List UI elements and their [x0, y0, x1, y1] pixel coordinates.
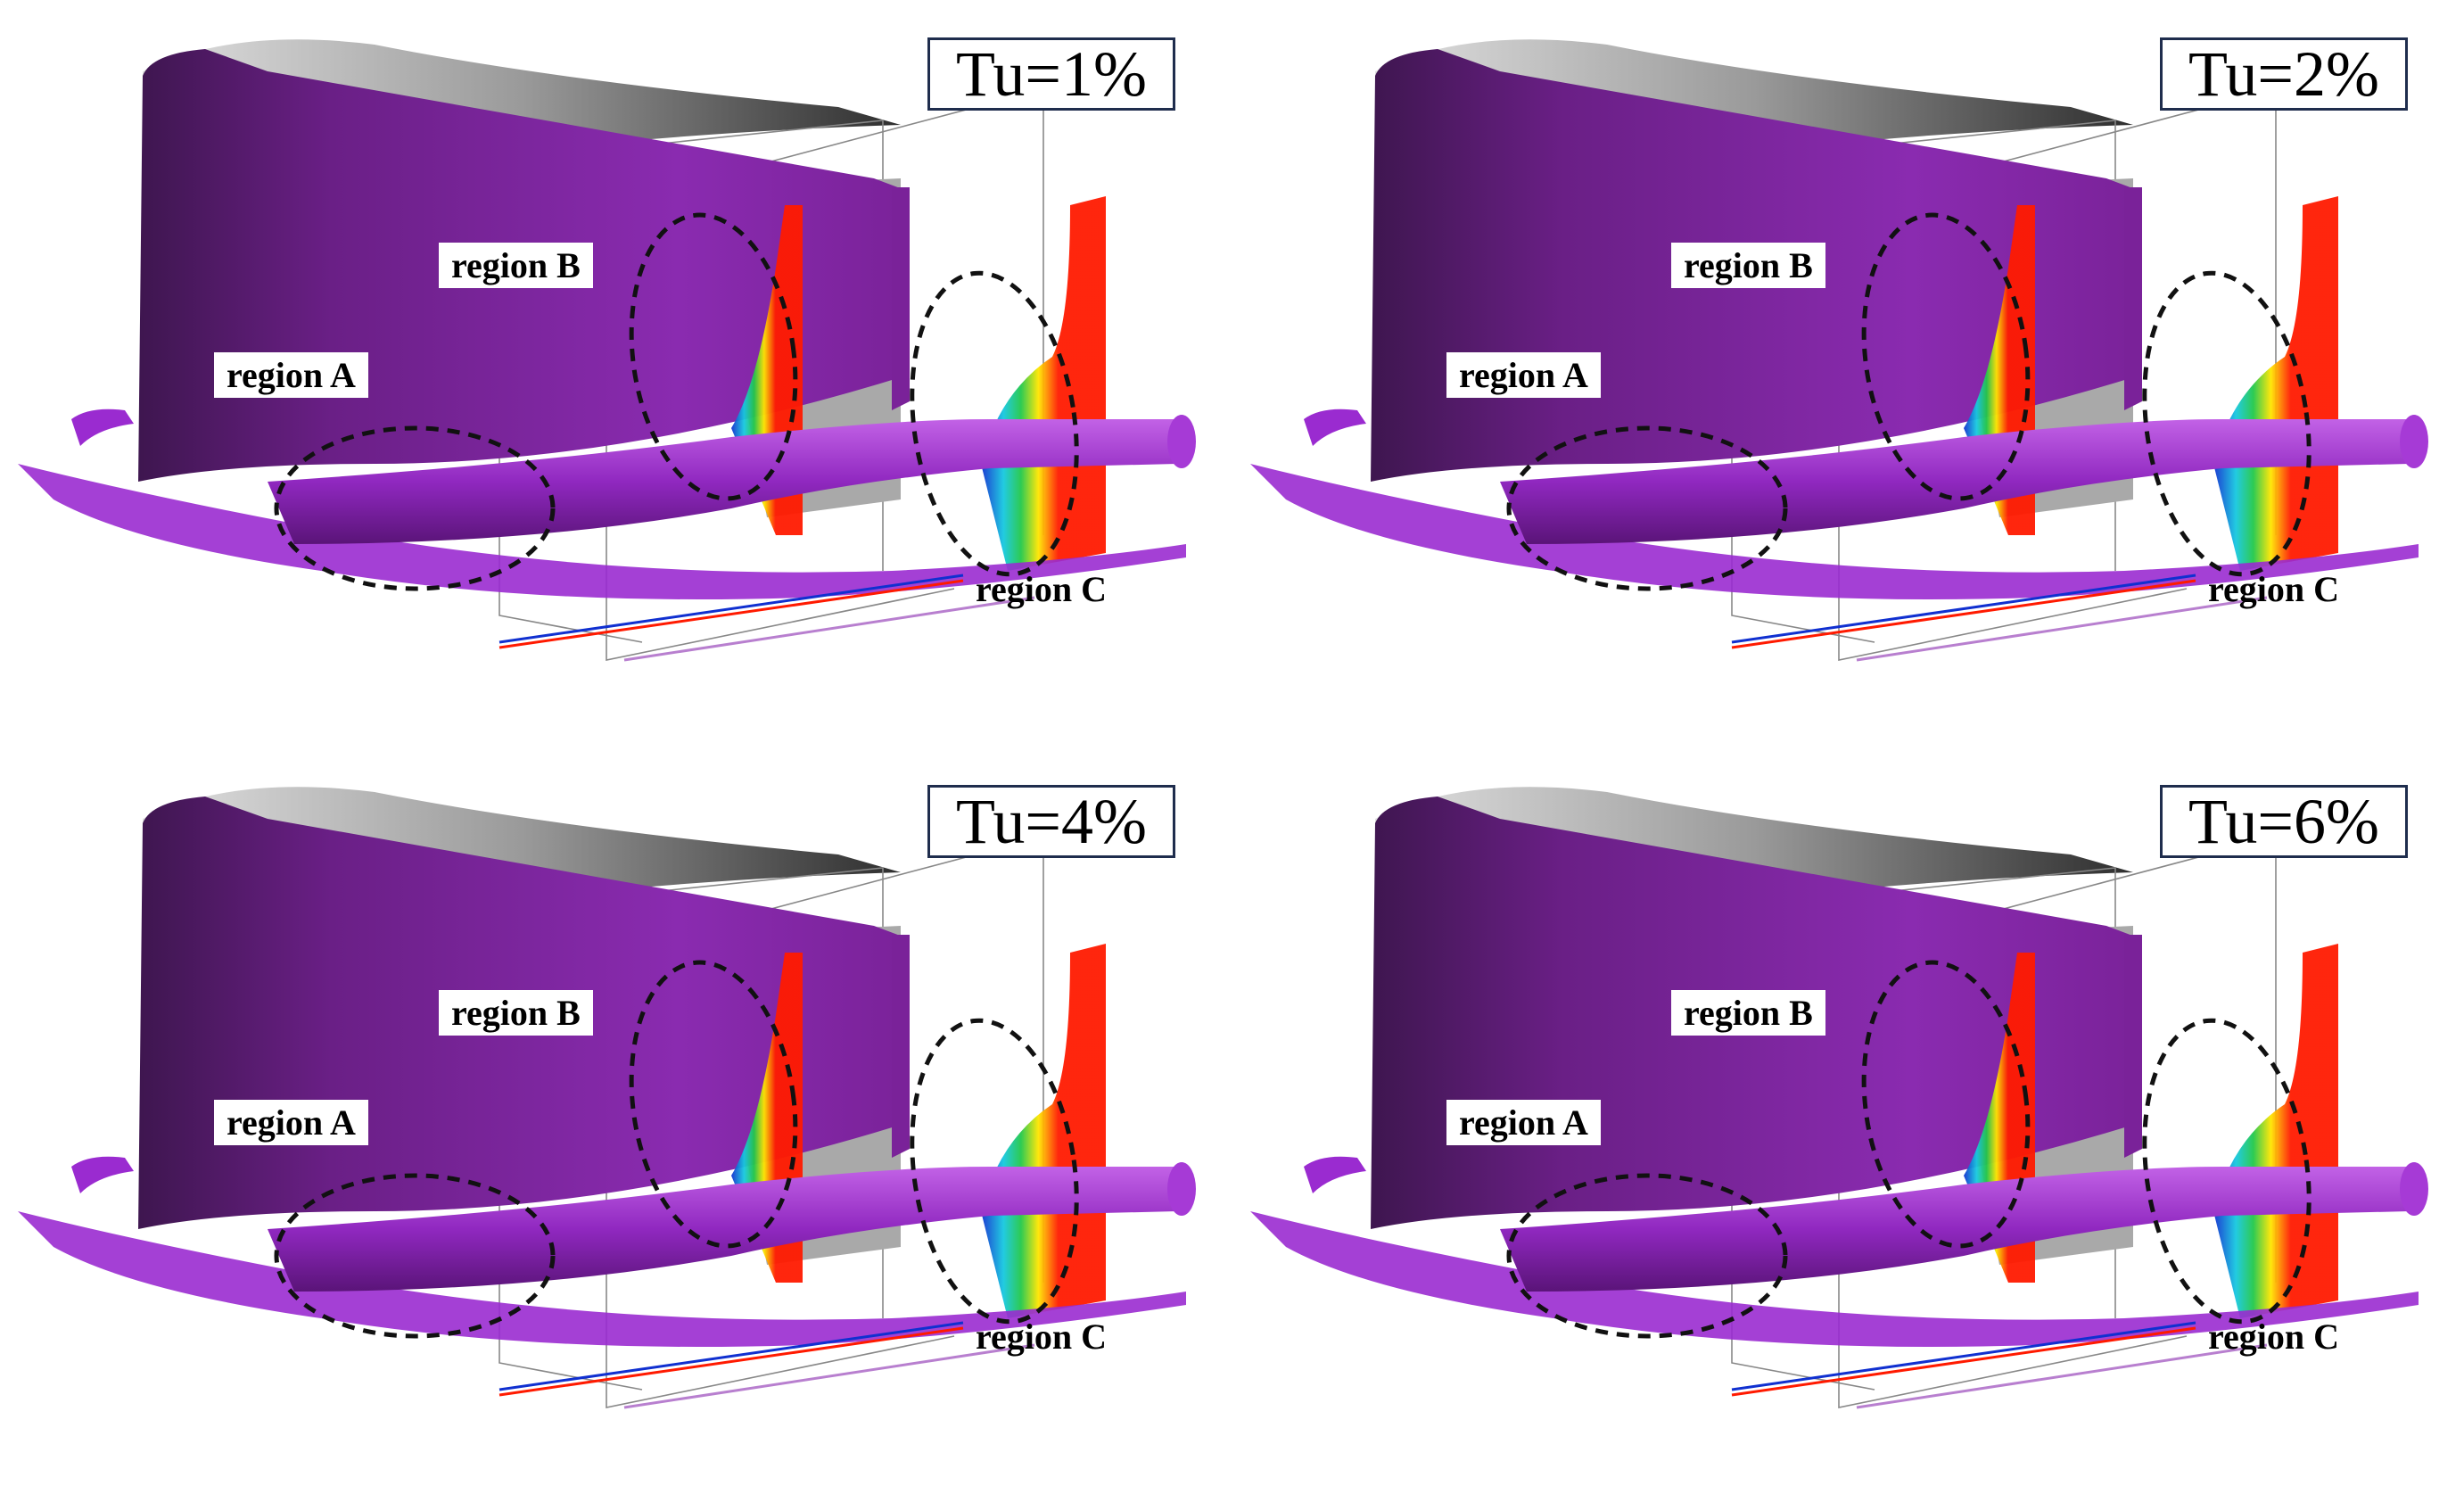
- region-b-label: region B: [439, 990, 593, 1036]
- region-a-dashed-ellipse: [1506, 1173, 1788, 1339]
- region-b-label: region B: [1671, 243, 1825, 288]
- region-c-dashed-ellipse: [2142, 270, 2312, 577]
- horseshoe-vortex-icon: [1250, 1211, 2419, 1347]
- turbulence-intensity-label: Tu=2%: [2160, 37, 2408, 111]
- flow-visualization-svg: [18, 39, 1196, 662]
- region-a-dashed-ellipse: [1506, 425, 1788, 591]
- flow-panel-4: Tu=6% region A region B region C: [1232, 747, 2464, 1494]
- turbulence-intensity-label: Tu=1%: [927, 37, 1175, 111]
- horseshoe-vortex-icon: [18, 464, 1186, 599]
- region-a-label: region A: [214, 352, 368, 398]
- blade-trailing-edge-strip: [2124, 935, 2142, 1158]
- floor-contour-lines: [499, 1321, 1035, 1409]
- flow-visualization-svg: [18, 787, 1196, 1409]
- horseshoe-vortex-icon: [1250, 464, 2419, 599]
- region-c-label: region C: [2208, 569, 2340, 609]
- vortex-tube-end-cap: [1167, 1162, 1196, 1216]
- region-b-label: region B: [1671, 990, 1825, 1036]
- turbulence-intensity-label: Tu=6%: [2160, 785, 2408, 858]
- vortex-tube-end-cap: [2400, 415, 2428, 468]
- region-a-label: region A: [1446, 1100, 1601, 1145]
- vortex-tube-end-cap: [2400, 1162, 2428, 1216]
- passage-vortex-tube-icon: [268, 419, 1191, 544]
- region-b-dashed-ellipse: [1861, 960, 2031, 1249]
- leading-edge-vortex-icon: [1304, 409, 1366, 446]
- blade-trailing-edge-strip: [892, 935, 910, 1158]
- flow-visualization-svg: [1250, 39, 2428, 662]
- flow-panel-1: Tu=1% region A region B region C: [0, 0, 1232, 747]
- flow-panel-2: Tu=2% region A region B region C: [1232, 0, 2464, 747]
- region-c-label: region C: [976, 569, 1108, 609]
- region-b-dashed-ellipse: [629, 960, 798, 1249]
- floor-contour-lines: [1731, 574, 2268, 662]
- leading-edge-vortex-icon: [71, 409, 134, 446]
- region-b-dashed-ellipse: [629, 212, 798, 501]
- flow-panel-3: Tu=4% region A region B region C: [0, 747, 1232, 1494]
- region-c-dashed-ellipse: [910, 270, 1079, 577]
- leading-edge-vortex-icon: [71, 1156, 134, 1193]
- region-b-dashed-ellipse: [1861, 212, 2031, 501]
- passage-vortex-tube-icon: [1500, 1167, 2423, 1292]
- leading-edge-vortex-icon: [1304, 1156, 1366, 1193]
- region-b-label: region B: [439, 243, 593, 288]
- vortex-tube-end-cap: [1167, 415, 1196, 468]
- flow-visualization-svg: [1250, 787, 2428, 1409]
- region-c-label: region C: [2208, 1317, 2340, 1357]
- region-a-dashed-ellipse: [274, 1173, 556, 1339]
- floor-contour-lines: [1731, 1321, 2268, 1409]
- horseshoe-vortex-icon: [18, 1211, 1186, 1347]
- blade-trailing-edge-strip: [892, 187, 910, 410]
- region-a-label: region A: [214, 1100, 368, 1145]
- region-c-label: region C: [976, 1317, 1108, 1357]
- passage-vortex-tube-icon: [1500, 419, 2423, 544]
- floor-contour-lines: [499, 574, 1035, 662]
- passage-vortex-tube-icon: [268, 1167, 1191, 1292]
- region-a-label: region A: [1446, 352, 1601, 398]
- turbulence-intensity-label: Tu=4%: [927, 785, 1175, 858]
- region-a-dashed-ellipse: [274, 425, 556, 591]
- blade-trailing-edge-strip: [2124, 187, 2142, 410]
